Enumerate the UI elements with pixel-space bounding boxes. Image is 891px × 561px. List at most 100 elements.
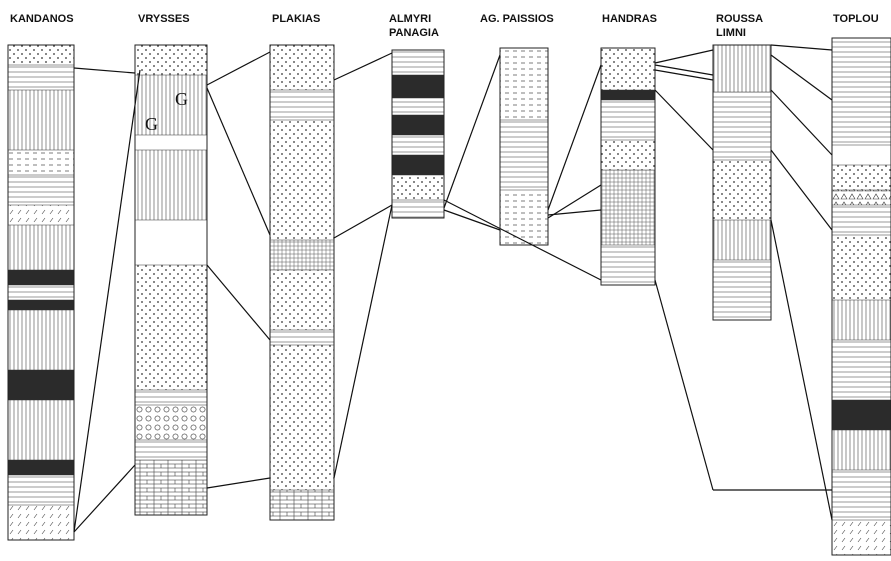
- correlation-lines: [73, 44, 833, 533]
- roussa-label: LIMNI: [716, 27, 746, 39]
- vrysses-outline: [134, 44, 208, 516]
- kandanos-layer: [8, 225, 74, 270]
- kandanos-layer: [8, 475, 74, 505]
- kandanos-layer: [8, 460, 74, 475]
- fossil-symbol-icon: G: [145, 114, 158, 134]
- vrysses-layer: [135, 265, 207, 390]
- handras-label: HANDRAS: [602, 13, 657, 25]
- correlation-line: [654, 279, 714, 491]
- correlation-line: [206, 264, 271, 341]
- vrysses-column: [134, 44, 208, 516]
- kandanos-layer: [8, 270, 74, 285]
- correlation-line: [547, 209, 602, 216]
- kandanos-layer: [8, 175, 74, 205]
- paissios-label: AG. PAISSIOS: [480, 13, 554, 25]
- kandanos-outline: [7, 44, 75, 541]
- handras-layer: [601, 90, 655, 100]
- plakias-label: PLAKIAS: [272, 13, 320, 25]
- toplou-label: TOPLOU: [833, 13, 879, 25]
- correlation-line: [443, 54, 501, 209]
- paissios-layer: [500, 48, 548, 120]
- almyri-layer: [392, 135, 444, 155]
- plakias-outline: [269, 44, 335, 521]
- toplou-layer: [832, 520, 891, 555]
- plakias-layer: [270, 120, 334, 240]
- kandanos-layer: [8, 285, 74, 300]
- vrysses-layer: [135, 75, 207, 135]
- kandanos-label: KANDANOS: [10, 13, 74, 25]
- toplou-layer: [832, 190, 891, 205]
- toplou-layer: [832, 300, 891, 340]
- almyri-layer: [392, 155, 444, 175]
- toplou-layer: [832, 38, 891, 145]
- kandanos-layer: [8, 370, 74, 400]
- handras-layer: [601, 245, 655, 285]
- toplou-column: [831, 37, 891, 556]
- plakias-layer: [270, 490, 334, 520]
- vrysses-layer: [135, 45, 207, 75]
- toplou-outline: [831, 37, 891, 556]
- almyri-column: [391, 49, 445, 219]
- plakias-layer: [270, 345, 334, 490]
- correlation-line: [547, 184, 602, 219]
- correlation-line: [206, 51, 271, 86]
- kandanos-column: [7, 44, 75, 541]
- almyri-layer: [392, 115, 444, 135]
- plakias-layer: [270, 45, 334, 90]
- correlation-line: [770, 54, 833, 101]
- handras-outline: [600, 47, 656, 286]
- toplou-layer: [832, 145, 891, 165]
- correlation-line: [333, 204, 393, 479]
- correlation-line: [443, 199, 602, 281]
- almyri-layer: [392, 200, 444, 218]
- toplou-layer: [832, 235, 891, 300]
- correlation-line: [654, 49, 714, 64]
- fossil-symbol-icon: G: [175, 89, 188, 109]
- vrysses-layer: [135, 150, 207, 220]
- plakias-column: [269, 44, 335, 521]
- handras-column: [600, 47, 656, 286]
- kandanos-layer: [8, 205, 74, 225]
- kandanos-layer: [8, 300, 74, 310]
- almyri-layer: [392, 175, 444, 200]
- almyri-layer: [392, 75, 444, 98]
- correlation-line: [654, 69, 714, 81]
- toplou-layer: [832, 400, 891, 430]
- kandanos-layer: [8, 400, 74, 460]
- toplou-layer: [832, 165, 891, 190]
- plakias-layer: [270, 240, 334, 270]
- roussa-layer: [713, 220, 771, 260]
- toplou-layer: [832, 470, 891, 520]
- vrysses-layer: [135, 135, 207, 150]
- paissios-outline: [499, 47, 549, 246]
- vrysses-layer: [135, 405, 207, 440]
- paissios-layer: [500, 120, 548, 190]
- correlation-line: [206, 477, 271, 489]
- vrysses-layer: [135, 220, 207, 265]
- vrysses-layer: [135, 440, 207, 460]
- kandanos-layer: [8, 150, 74, 175]
- roussa-label: ROUSSA: [716, 13, 763, 25]
- correlation-line: [206, 87, 271, 236]
- toplou-layer: [832, 340, 891, 400]
- kandanos-layer: [8, 310, 74, 370]
- plakias-layer: [270, 270, 334, 330]
- roussa-layer: [713, 260, 771, 320]
- almyri-label: ALMYRI: [389, 13, 431, 25]
- stratigraphic-columns: GG: [7, 37, 891, 556]
- plakias-layer: [270, 330, 334, 345]
- plakias-layer: [270, 90, 334, 120]
- correlation-line: [654, 89, 714, 151]
- almyri-layer: [392, 50, 444, 75]
- roussa-outline: [712, 44, 772, 321]
- correlation-line: [73, 69, 141, 533]
- paissios-column: [499, 47, 549, 246]
- toplou-layer: [832, 430, 891, 470]
- handras-layer: [601, 48, 655, 90]
- vrysses-layer: [135, 460, 207, 515]
- correlation-line: [654, 64, 714, 76]
- kandanos-layer: [8, 65, 74, 90]
- correlation-line: [443, 209, 501, 231]
- paissios-layer: [500, 190, 548, 245]
